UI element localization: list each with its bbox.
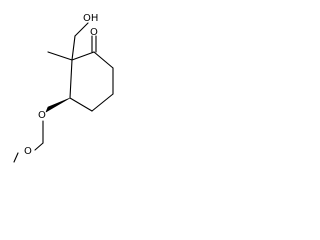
- atom-label-hydroxyl: OH: [83, 13, 98, 24]
- bond-c2-c1: [71, 51, 95, 61]
- atom-label-ring-ether-oxygen: O: [38, 110, 46, 121]
- bond-c3-c2: [69, 59, 73, 99]
- bond-c2-to-ch2: [71, 35, 76, 61]
- bond-ch2-to-oh: [74, 22, 89, 37]
- molecule-structure: OH O O O: [13, 13, 114, 163]
- bond-c2-methyl: [47, 51, 73, 61]
- bond-c1-c6: [93, 51, 114, 69]
- atom-label-methoxy-oxygen: O: [24, 146, 32, 157]
- bond-o-methyl: [13, 152, 19, 163]
- bond-c4-c3: [69, 97, 93, 112]
- bond-c3-o-wedge: [45, 97, 71, 113]
- bond-c5-c4: [91, 93, 114, 112]
- bond-ch2-o-methoxy: [34, 142, 44, 151]
- atom-label-ketone-oxygen: O: [90, 27, 98, 38]
